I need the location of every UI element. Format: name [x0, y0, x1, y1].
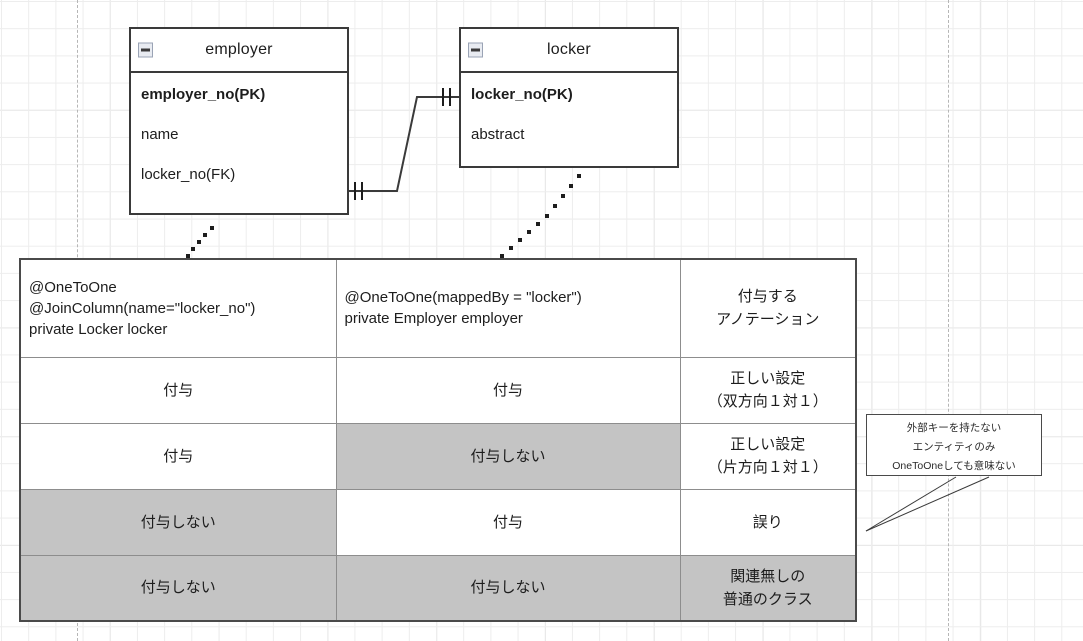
callout-line-3: OneToOneしても意味ない — [892, 460, 1016, 472]
cell-result-r1: 正しい設定 （双方向１対１） — [679, 356, 857, 424]
entity-locker-attributes: locker_no(PK) abstract — [461, 73, 677, 159]
cardinality-one-marker-locker — [442, 88, 451, 106]
leader-dots-locker-to-column2 — [500, 174, 581, 258]
annotation-comparison-table: @OneToOne @JoinColumn(name="locker_no") … — [19, 258, 857, 622]
attribute-locker-no-fk: locker_no(FK) — [141, 166, 236, 183]
page-break-guide — [948, 0, 949, 641]
callout-line-2: エンティティのみ — [912, 441, 996, 453]
leader-dots-employer-to-column1 — [186, 226, 214, 258]
cell-inverse-r1: 付与 — [335, 356, 681, 424]
header-owning-side-code: @OneToOne @JoinColumn(name="locker_no") … — [19, 258, 337, 358]
callout-pointer — [865, 476, 990, 532]
cell-owning-r3: 付与しない — [19, 488, 337, 556]
entity-employer-attributes: employer_no(PK) name locker_no(FK) — [131, 73, 347, 199]
entity-employer-title: employer — [205, 41, 273, 58]
entity-employer[interactable]: employer employer_no(PK) name locker_no(… — [129, 27, 349, 215]
cell-result-r3: 誤り — [679, 488, 857, 556]
header-annotation-result: 付与する アノテーション — [679, 258, 857, 358]
cell-inverse-r2: 付与しない — [335, 422, 681, 490]
relationship-one-to-one-connector — [349, 96, 459, 192]
collapse-minus-icon[interactable] — [468, 42, 483, 58]
attribute-locker-no-pk: locker_no(PK) — [471, 86, 573, 103]
header-inverse-side-code: @OneToOne(mappedBy = "locker") private E… — [335, 258, 681, 358]
cardinality-one-marker-employer — [354, 182, 363, 200]
cell-inverse-r4: 付与しない — [335, 554, 681, 622]
entity-locker-title: locker — [547, 41, 591, 58]
entity-employer-header: employer — [131, 29, 347, 73]
table-row: 付与 付与しない 正しい設定 （片方向１対１） — [19, 422, 857, 490]
table-row: 付与しない 付与しない 関連無しの 普通のクラス — [19, 554, 857, 622]
callout-line-1: 外部キーを持たない — [906, 422, 1002, 434]
cell-owning-r2: 付与 — [19, 422, 337, 490]
table-row: 付与 付与 正しい設定 （双方向１対１） — [19, 356, 857, 424]
attribute-abstract: abstract — [471, 126, 525, 143]
cell-owning-r1: 付与 — [19, 356, 337, 424]
cell-inverse-r3: 付与 — [335, 488, 681, 556]
attribute-name: name — [141, 126, 179, 143]
attribute-employer-no: employer_no(PK) — [141, 86, 266, 103]
table-row: 付与しない 付与 誤り — [19, 488, 857, 556]
table-header-row: @OneToOne @JoinColumn(name="locker_no") … — [19, 258, 857, 358]
entity-locker[interactable]: locker locker_no(PK) abstract — [459, 27, 679, 168]
collapse-minus-icon[interactable] — [138, 42, 153, 58]
cell-result-r2: 正しい設定 （片方向１対１） — [679, 422, 857, 490]
entity-locker-header: locker — [461, 29, 677, 73]
callout-note[interactable]: 外部キーを持たない エンティティのみ OneToOneしても意味ない — [866, 414, 1042, 476]
cell-owning-r4: 付与しない — [19, 554, 337, 622]
cell-result-r4: 関連無しの 普通のクラス — [679, 554, 857, 622]
